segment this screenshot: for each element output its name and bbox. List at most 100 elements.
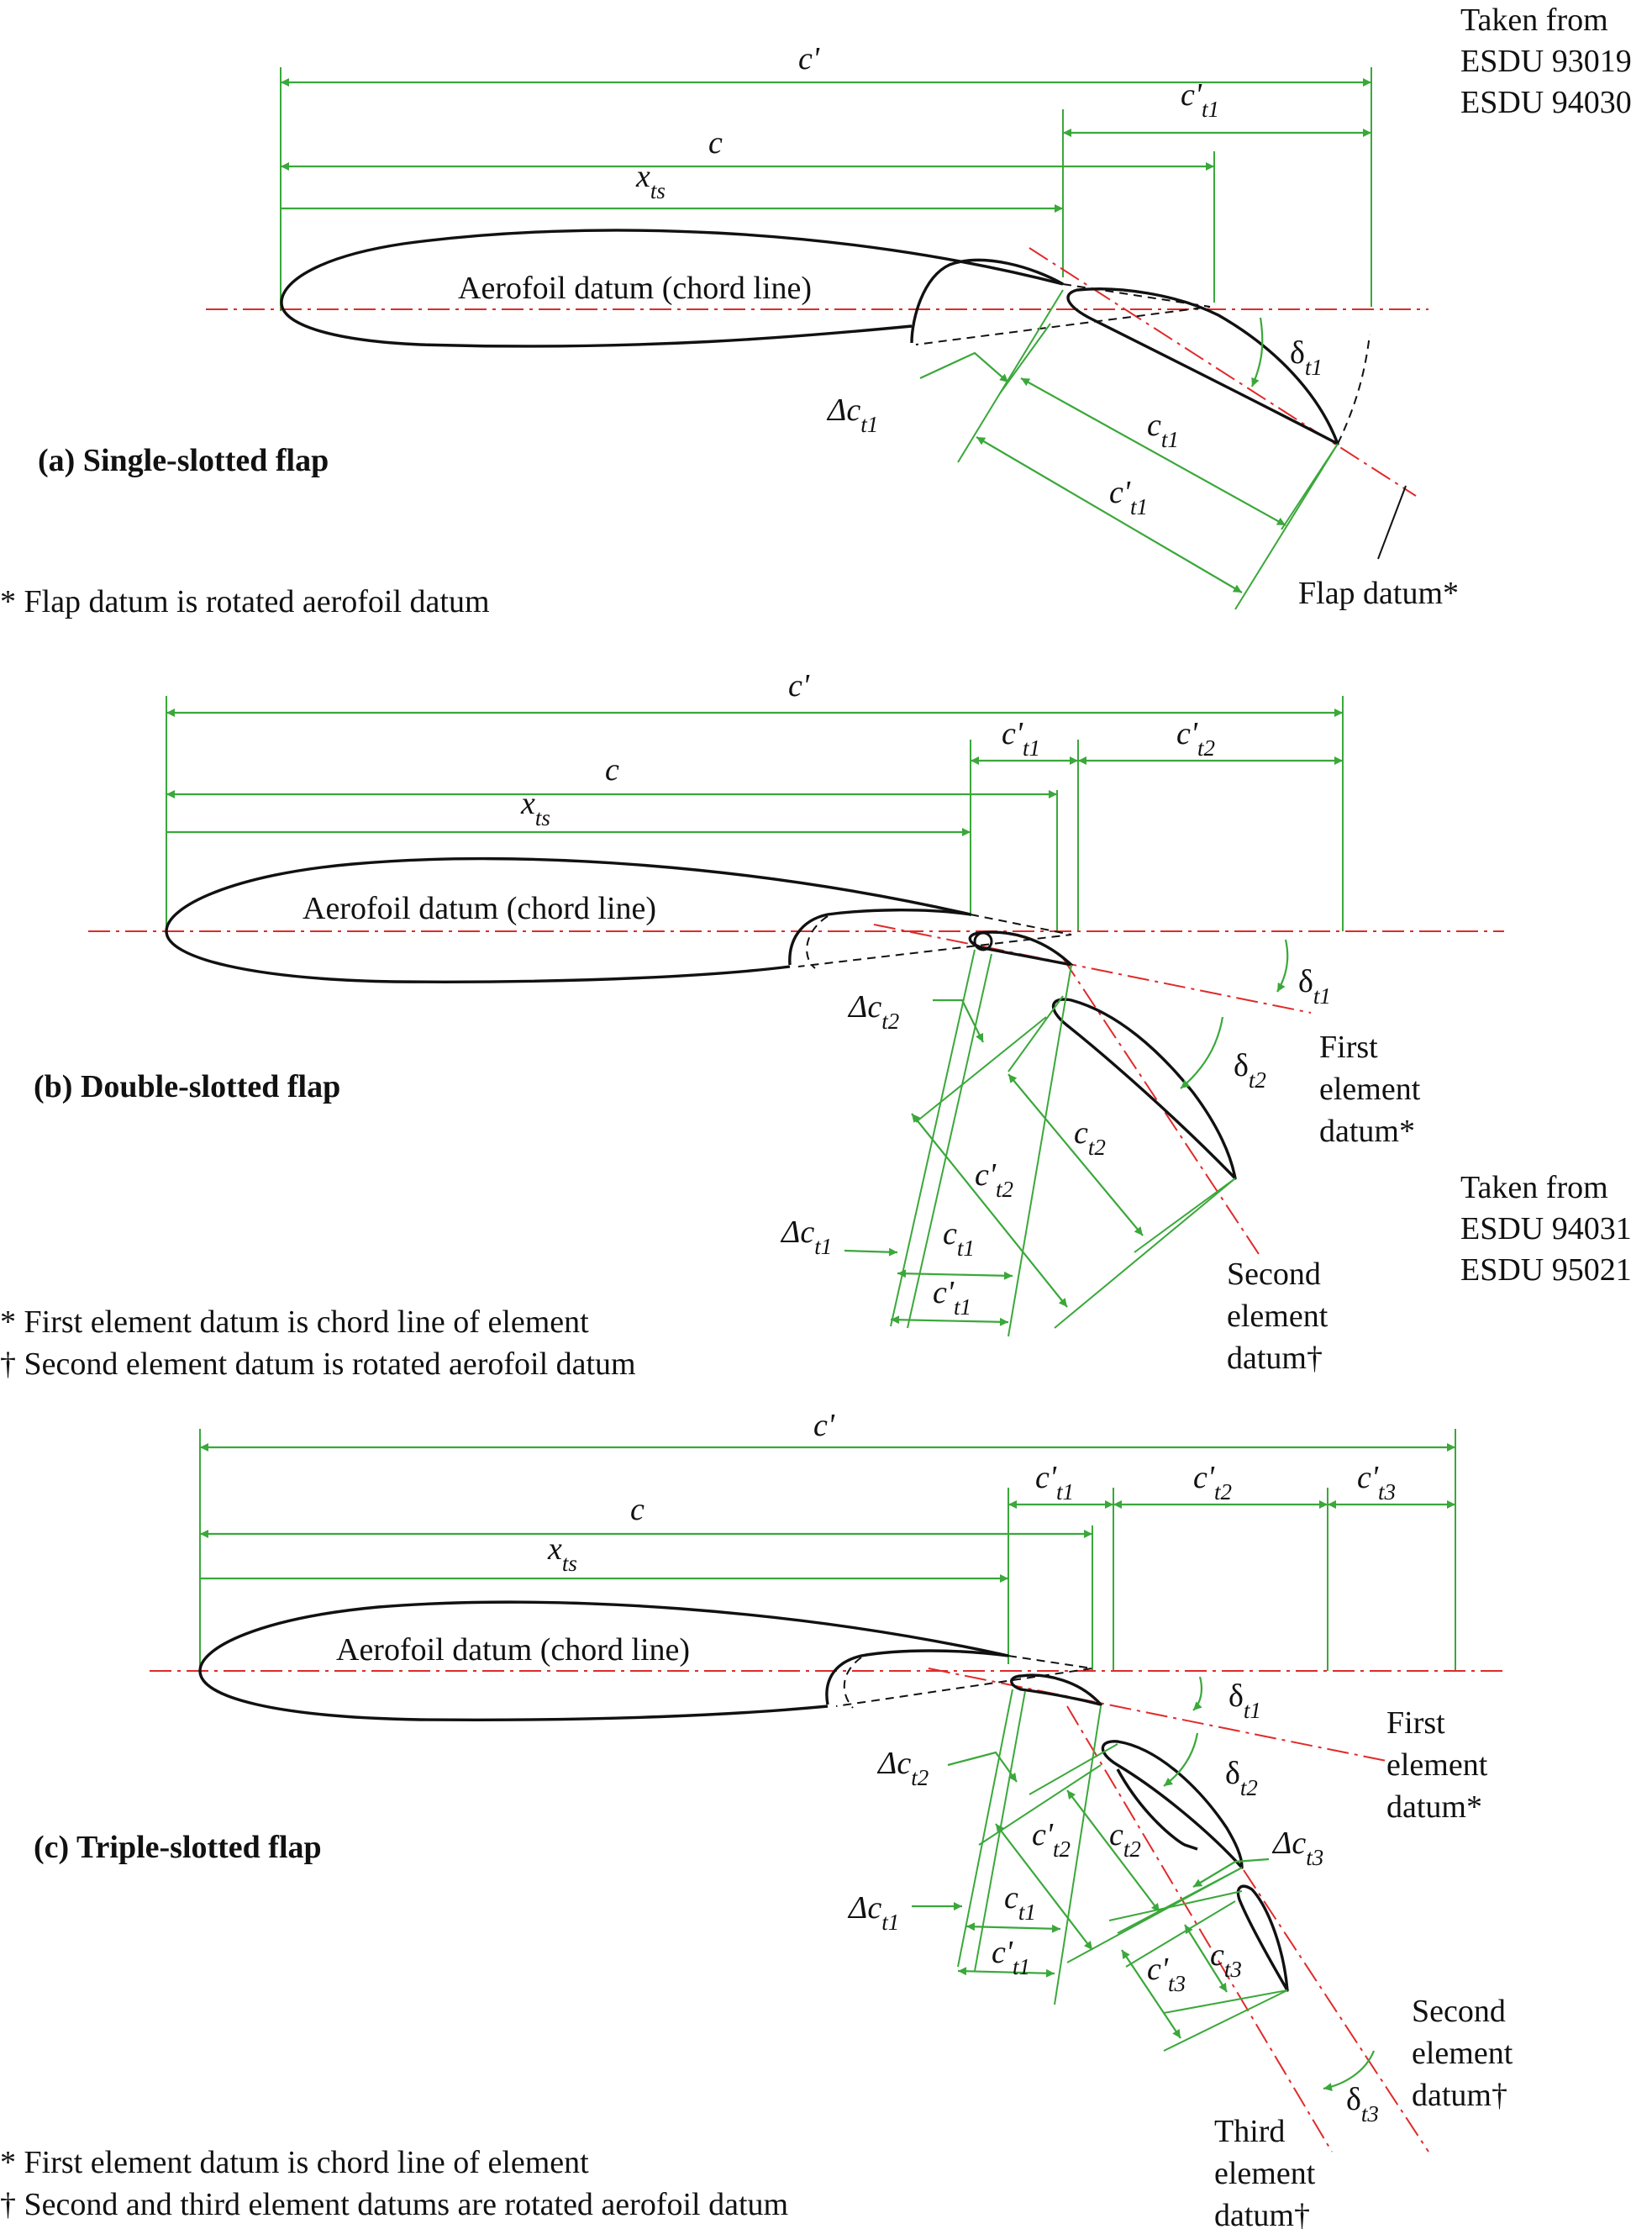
first-datum-label: First xyxy=(1319,1030,1378,1065)
extension-line xyxy=(1163,1989,1288,2014)
label-aerofoil-datum: Aerofoil datum (chord line) xyxy=(458,271,812,306)
flap-datum-line xyxy=(1029,247,1417,497)
third-datum-label: datum† xyxy=(1214,2198,1310,2229)
leader-delta-c-t3 xyxy=(1192,1858,1270,1888)
third-datum-label: element xyxy=(1214,2156,1316,2191)
footnote-b: * First element datum is chord line of e… xyxy=(0,1304,589,1340)
label-c: c xyxy=(605,752,619,788)
first-datum-label: datum* xyxy=(1319,1114,1415,1149)
flap-cove xyxy=(788,909,971,966)
extension-line xyxy=(1008,964,1072,1337)
label-flap-datum: Flap datum* xyxy=(1298,576,1459,611)
label-xts: xts xyxy=(547,1531,577,1576)
angle-delta-t1 xyxy=(1192,1676,1202,1711)
flap-arc xyxy=(1337,334,1371,445)
angle-delta-t2 xyxy=(1163,1732,1199,1787)
panel-title-c: (c) Triple-slotted flap xyxy=(34,1830,322,1865)
label-c: c xyxy=(630,1492,644,1527)
dim-c-t2 xyxy=(1066,1789,1160,1913)
label-xts: xts xyxy=(520,786,550,830)
label-delta-c-t1: Δct1 xyxy=(780,1215,832,1259)
angle-delta-t3 xyxy=(1323,2050,1376,2091)
panel-title-b: (b) Double-slotted flap xyxy=(34,1069,340,1104)
label-c-prime: c' xyxy=(788,668,810,703)
panel-double-slotted: c' c't1 c't2 c xts δt1 δt2 xyxy=(0,668,1504,1382)
angle-delta-t2 xyxy=(1180,1016,1224,1089)
stowed-flap-outline xyxy=(835,1655,1093,1707)
dim-c-prime-t1-rot xyxy=(976,436,1243,593)
flap-element xyxy=(1066,287,1339,445)
extension-line xyxy=(957,1689,1013,1968)
label-aerofoil-datum: Aerofoil datum (chord line) xyxy=(303,891,656,926)
dim-c-t1 xyxy=(897,1269,1013,1280)
dim-c-prime-t1-rot xyxy=(957,1967,1055,1978)
extension-line xyxy=(1066,1867,1243,1963)
first-datum-label: datum* xyxy=(1386,1789,1482,1825)
second-datum-label: Second xyxy=(1227,1257,1321,1292)
label-xts: xts xyxy=(635,159,666,203)
extension-line xyxy=(890,949,976,1327)
second-element-datum-line xyxy=(1066,1705,1333,2153)
third-element-datum-line xyxy=(1243,1869,1429,2153)
angle-delta-t1 xyxy=(1276,939,1289,993)
flap-cove xyxy=(910,258,1064,344)
dim-c-prime-t3 xyxy=(1121,1949,1181,2039)
leader-delta-c-t2 xyxy=(947,1751,1018,1783)
source-ref: ESDU 94030 xyxy=(1460,85,1632,120)
footnote-b: † Second element datum is rotated aerofo… xyxy=(0,1346,636,1382)
flap-cove xyxy=(825,1649,1009,1705)
source-label: Taken from xyxy=(1460,1170,1608,1205)
dim-c-prime-t2 xyxy=(995,1823,1093,1951)
main-aerofoil xyxy=(280,229,1064,348)
third-flap-element xyxy=(1236,1884,1289,1992)
label-delta-t1: δt1 xyxy=(1228,1678,1261,1723)
angle-delta-t1 xyxy=(1250,317,1264,387)
label-delta-c-t3: Δct3 xyxy=(1271,1826,1323,1870)
extension-line xyxy=(907,953,992,1329)
first-element-datum-line xyxy=(928,1668,1387,1762)
main-aerofoil xyxy=(198,1600,1009,1722)
extension-line xyxy=(1029,1743,1118,1795)
extension-line xyxy=(1054,1178,1236,1329)
label-c-t2: ct2 xyxy=(1074,1115,1106,1160)
extension-line xyxy=(1163,1989,1288,2052)
footnote-c: † Second and third element datums are ro… xyxy=(0,2187,788,2222)
source-ref: ESDU 93019 xyxy=(1460,44,1632,79)
label-delta-t2: δt2 xyxy=(1225,1756,1258,1800)
main-aerofoil xyxy=(165,856,971,983)
label-c-prime-t1: c't1 xyxy=(1181,77,1219,122)
source-note-b: Taken from ESDU 94031 ESDU 95021 xyxy=(1460,1170,1632,1288)
source-label: Taken from xyxy=(1460,3,1608,38)
stowed-flap-outline xyxy=(915,283,1211,345)
panel-title-a: (a) Single-slotted flap xyxy=(38,443,329,478)
extension-line xyxy=(915,1016,1047,1123)
label-c-prime-t2: c't2 xyxy=(1176,716,1215,761)
source-ref: ESDU 95021 xyxy=(1460,1252,1632,1288)
second-datum-label: element xyxy=(1412,2036,1513,2071)
label-c-prime-t1: c't1 xyxy=(1035,1460,1074,1504)
extension-line xyxy=(957,289,1064,463)
second-datum-label: datum† xyxy=(1227,1341,1323,1376)
leader-delta-c-t1 xyxy=(919,351,1009,383)
panel-triple-slotted: c' c't1 c't2 c't3 c xts δt1 δt2 δt3 xyxy=(0,1408,1513,2229)
dim-c-t1 xyxy=(1020,377,1286,526)
label-c-prime-t2: c't2 xyxy=(975,1157,1013,1202)
leader-delta-c-t2 xyxy=(933,999,984,1043)
label-delta-t2: δt2 xyxy=(1234,1048,1266,1093)
second-flap-element xyxy=(1101,1740,1244,1869)
leader-delta-c-t1 xyxy=(844,1247,898,1257)
label-delta-c-t1: Δct1 xyxy=(826,393,878,437)
label-c-t1: ct1 xyxy=(1004,1880,1036,1925)
source-ref: ESDU 94031 xyxy=(1460,1211,1632,1246)
dim-c-t1 xyxy=(965,1922,1061,1933)
first-datum-label: element xyxy=(1319,1072,1421,1107)
label-c-prime-t3: c't3 xyxy=(1147,1952,1186,1996)
label-c-prime-t3: c't3 xyxy=(1357,1460,1396,1504)
label-c-t1: ct1 xyxy=(943,1216,975,1261)
panel-single-slotted: c' c't1 c xts δt1 Δct1 ct1 c't1 Flap dat… xyxy=(0,41,1459,619)
second-flap-element xyxy=(1051,998,1237,1180)
label-c-t2: ct2 xyxy=(1109,1817,1141,1862)
label-delta-t3: δt3 xyxy=(1346,2082,1379,2126)
label-c-prime-t1-rot: c't1 xyxy=(1109,475,1148,519)
